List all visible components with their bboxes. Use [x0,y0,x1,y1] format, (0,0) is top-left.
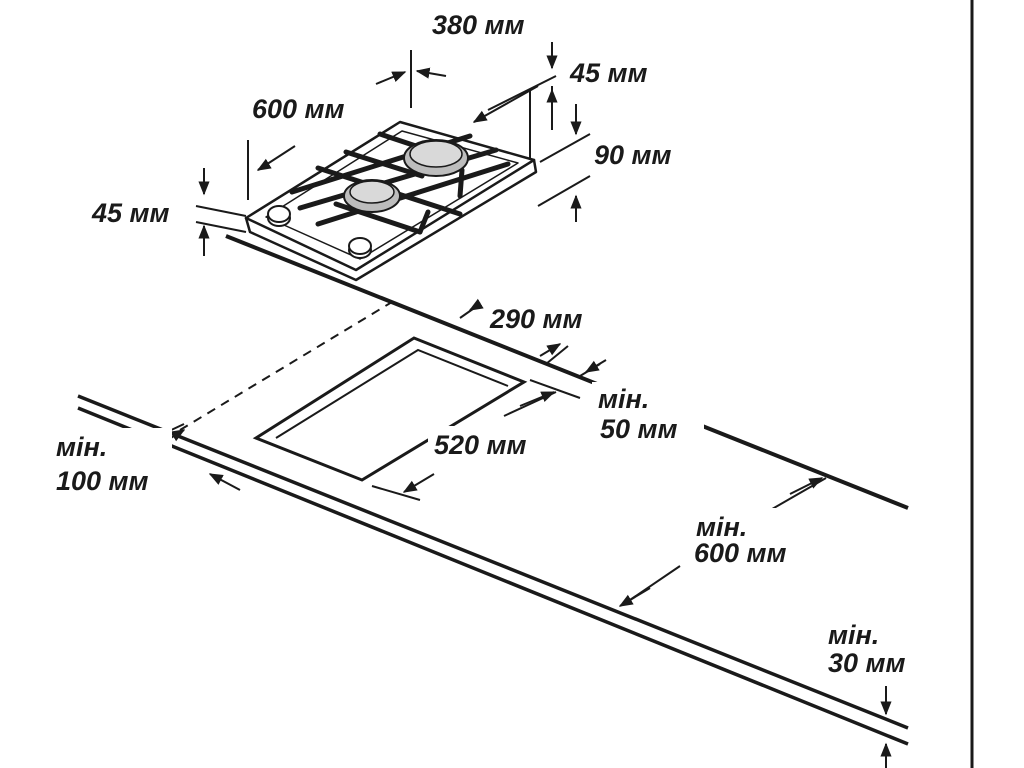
hob-grates [289,131,511,235]
countertop-front-edge-bottom [77,406,909,746]
countertop-front-edge-top [77,394,909,730]
label-depth-45-top: 45 мм [569,58,648,88]
burner-front [343,179,401,213]
label-min-30-line2: 30 мм [828,648,906,678]
label-cutout-520: 520 мм [434,430,527,460]
hob-dimension-lines [195,18,591,256]
cutout-inner-wall [275,348,509,439]
label-min-50-line2: 50 мм [600,414,678,444]
label-min-600-line1: мін. [696,512,747,542]
label-min-600-line2: 600 мм [694,538,787,568]
label-length-600: 600 мм [252,94,345,124]
label-min-30-line1: мін. [828,620,879,650]
knob-right [348,237,372,259]
cutout-opening [252,336,528,482]
countertop [77,234,909,746]
label-height-45-left: 45 мм [91,198,170,228]
label-min-50-line1: мін. [598,384,649,414]
label-depth-90: 90 мм [594,140,672,170]
hob-inner-rim [265,130,519,260]
cutout-dimension-lines [149,298,892,768]
burner-rear [403,139,469,177]
label-min-100-line1: мін. [56,432,107,462]
gas-hob [244,120,538,282]
label-cutout-290: 290 мм [489,304,583,334]
knob-left [267,205,291,227]
label-width-380: 380 мм [432,10,525,40]
label-min-100-line2: 100 мм [56,466,149,496]
dimension-labels: 380 мм 45 мм 600 мм 90 мм 45 мм 290 мм м… [48,6,926,680]
